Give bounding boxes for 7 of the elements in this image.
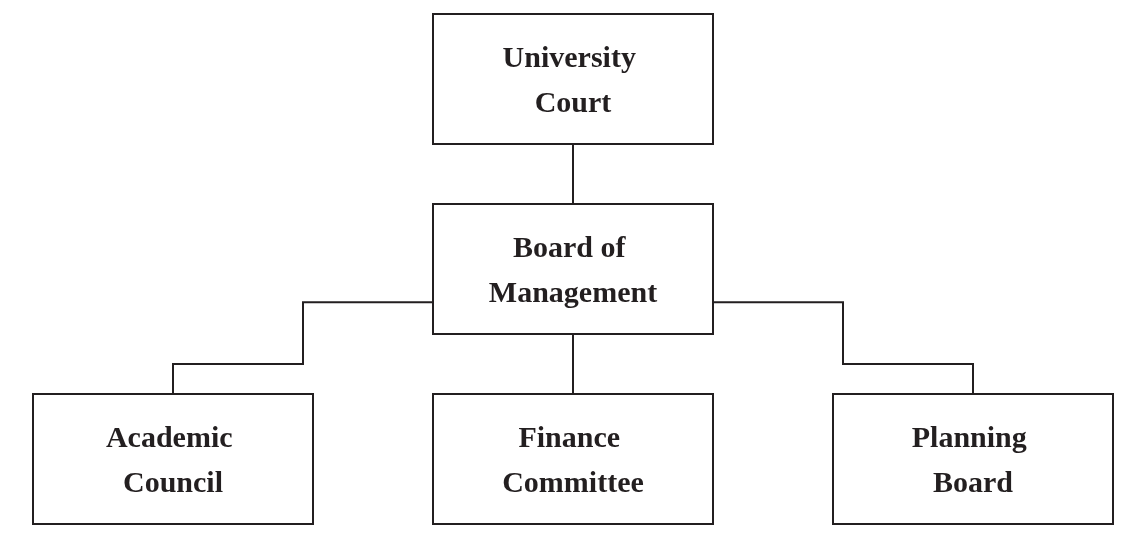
- connector: [571, 333, 574, 395]
- node-box: Academic Council: [31, 393, 314, 525]
- node-box: Planning Board: [831, 393, 1114, 525]
- connector: [571, 143, 574, 205]
- node-box: Finance Committee: [431, 393, 714, 525]
- node-box: University Court: [431, 13, 714, 145]
- node-box: Board of Management: [431, 203, 714, 335]
